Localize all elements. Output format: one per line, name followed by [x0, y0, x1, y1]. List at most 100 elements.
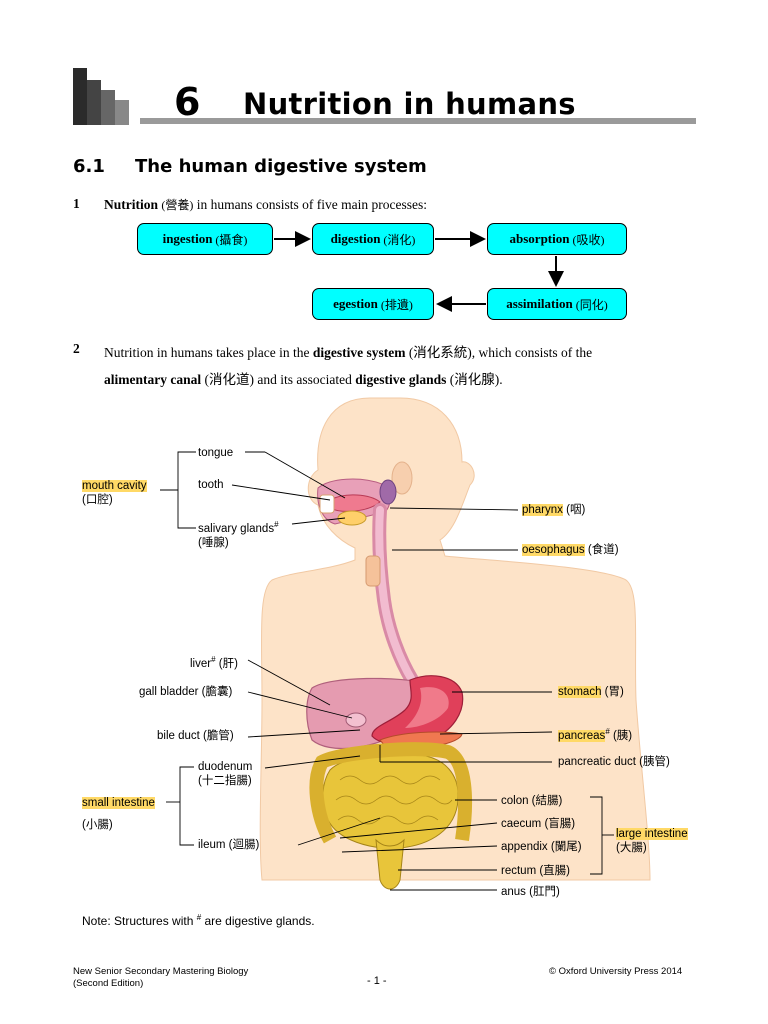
label-tongue: tongue	[198, 447, 234, 459]
header-bar-4	[115, 100, 129, 125]
duodenum-zh: (十二指腸)	[198, 775, 252, 787]
assimilation-zh: (同化)	[575, 297, 608, 312]
leader-tooth	[231, 484, 331, 501]
pancreas-term: pancreas	[558, 729, 606, 742]
note-mark: #	[196, 913, 202, 922]
leader-gall-bladder	[247, 691, 353, 719]
point-2-term-digestive-system: digestive system	[312, 345, 406, 360]
pharynx-term: pharynx	[522, 504, 563, 516]
stomach-zh: (胃)	[604, 686, 624, 698]
point-2-text-e: (消化道) and its associated	[201, 372, 356, 387]
assimilation-box: assimilation(同化)	[487, 288, 627, 320]
point-1-text: Nutrition (營養) in humans consists of fiv…	[104, 196, 427, 213]
label-ileum: ileum (迴腸)	[198, 839, 260, 851]
label-mouth-cavity: mouth cavity (口腔)	[82, 479, 147, 507]
bracket-large-intestine	[590, 796, 603, 875]
oesophagus-term: oesophagus	[522, 544, 585, 556]
footer-copyright: © Oxford University Press 2014	[549, 966, 683, 977]
footer-page-number: - 1 -	[367, 975, 387, 987]
label-pancreas: pancreas# (胰)	[558, 725, 632, 743]
digestion-box: digestion(消化)	[312, 223, 434, 255]
chapter-title: Nutrition in humans	[243, 87, 576, 121]
salivary-glands-zh: (唾腺)	[198, 536, 229, 549]
bracket-mouth	[177, 451, 196, 529]
point-2-term-digestive-glands: digestive glands	[355, 372, 447, 387]
large-intestine-shape	[309, 742, 472, 844]
footer-book-edition: (Second Edition)	[73, 978, 144, 989]
note-text-after: are digestive glands.	[201, 914, 315, 928]
mouth-cavity-term: mouth cavity	[82, 480, 147, 492]
egestion-box: egestion(排遺)	[312, 288, 434, 320]
section-title: The human digestive system	[135, 156, 427, 177]
label-duodenum: duodenum (十二指腸)	[198, 760, 252, 788]
label-oesophagus: oesophagus (食道)	[522, 543, 619, 557]
duodenum-term: duodenum	[198, 761, 253, 773]
egestion-label: egestion	[333, 296, 378, 311]
stomach-term: stomach	[558, 686, 602, 698]
ear	[391, 461, 413, 495]
header-bar-2	[87, 80, 101, 125]
header-rule	[140, 118, 696, 124]
gland-mark: #	[605, 727, 610, 736]
salivary-gland-shape	[337, 510, 367, 526]
label-bile-duct: bile duct (膽管)	[157, 730, 234, 742]
absorption-label: absorption	[509, 231, 570, 246]
gall-bladder-shape	[345, 712, 367, 728]
label-gall-bladder: gall bladder (膽囊)	[139, 686, 233, 698]
digestion-zh: (消化)	[383, 232, 416, 247]
footer-book-title: New Senior Secondary Mastering Biology	[73, 966, 249, 977]
liver-zh: (肝)	[218, 657, 238, 670]
assimilation-label: assimilation	[506, 296, 573, 311]
label-liver: liver# (肝)	[190, 653, 238, 671]
mouth-cavity-zh: (口腔)	[82, 494, 113, 506]
label-rectum: rectum (直腸)	[501, 865, 570, 877]
large-intestine-zh: (大腸)	[616, 842, 647, 854]
header-bar-1	[73, 68, 87, 125]
point-1-term: Nutrition	[104, 197, 158, 212]
point-1-rest: in humans consists of five main processe…	[193, 197, 427, 212]
label-pancreatic-duct: pancreatic duct (胰管)	[558, 756, 670, 768]
point-2-text-c: (消化系統), which consists of the	[405, 345, 593, 360]
parotid-gland-shape	[379, 479, 397, 505]
leader-pharynx	[389, 507, 519, 511]
gland-mark: #	[211, 655, 216, 664]
absorption-box: absorption(吸收)	[487, 223, 627, 255]
ingestion-label: ingestion	[162, 231, 213, 246]
header-bar-3	[101, 90, 115, 125]
ingestion-zh: (攝食)	[215, 232, 248, 247]
section-heading: 6.1 The human digestive system	[73, 156, 427, 177]
trachea-shape	[365, 555, 381, 587]
point-1-number: 1	[73, 196, 80, 211]
label-pharynx: pharynx (咽)	[522, 503, 585, 517]
tongue-shape	[329, 494, 381, 512]
leader-bile-duct	[247, 729, 361, 738]
oesophagus-zh: (食道)	[587, 544, 619, 556]
leader-ileum	[297, 817, 381, 846]
label-caecum: caecum (盲腸)	[501, 818, 576, 830]
rectum-shape	[375, 838, 405, 890]
teeth-shape	[319, 494, 335, 514]
gland-mark: #	[274, 520, 279, 529]
label-stomach: stomach (胃)	[558, 685, 624, 699]
label-colon: colon (結腸)	[501, 795, 563, 807]
point-2-text-a: Nutrition in humans takes place in the	[104, 345, 313, 360]
label-appendix: appendix (闌尾)	[501, 841, 582, 853]
point-2-number: 2	[73, 341, 80, 356]
digestion-label: digestion	[330, 231, 381, 246]
label-large-intestine: large intestine(大腸)	[616, 827, 688, 855]
point-2-text-g: (消化腺).	[446, 372, 503, 387]
leader-liver	[247, 659, 331, 706]
label-small-intestine: small intestine	[82, 796, 155, 810]
label-salivary-glands: salivary glands#(唾腺)	[198, 518, 279, 550]
point-2-term-alimentary-canal: alimentary canal	[104, 372, 202, 387]
chapter-number: 6	[174, 80, 201, 124]
bracket-small-intestine	[179, 766, 194, 846]
gland-note: Note: Structures with # are digestive gl…	[82, 913, 315, 928]
point-2-line-2: alimentary canal (消化道) and its associate…	[104, 368, 503, 388]
pharynx-zh: (咽)	[566, 504, 586, 516]
leader-caecum	[339, 822, 498, 839]
leader-appendix	[341, 845, 498, 853]
pancreas-zh: (胰)	[612, 729, 633, 742]
